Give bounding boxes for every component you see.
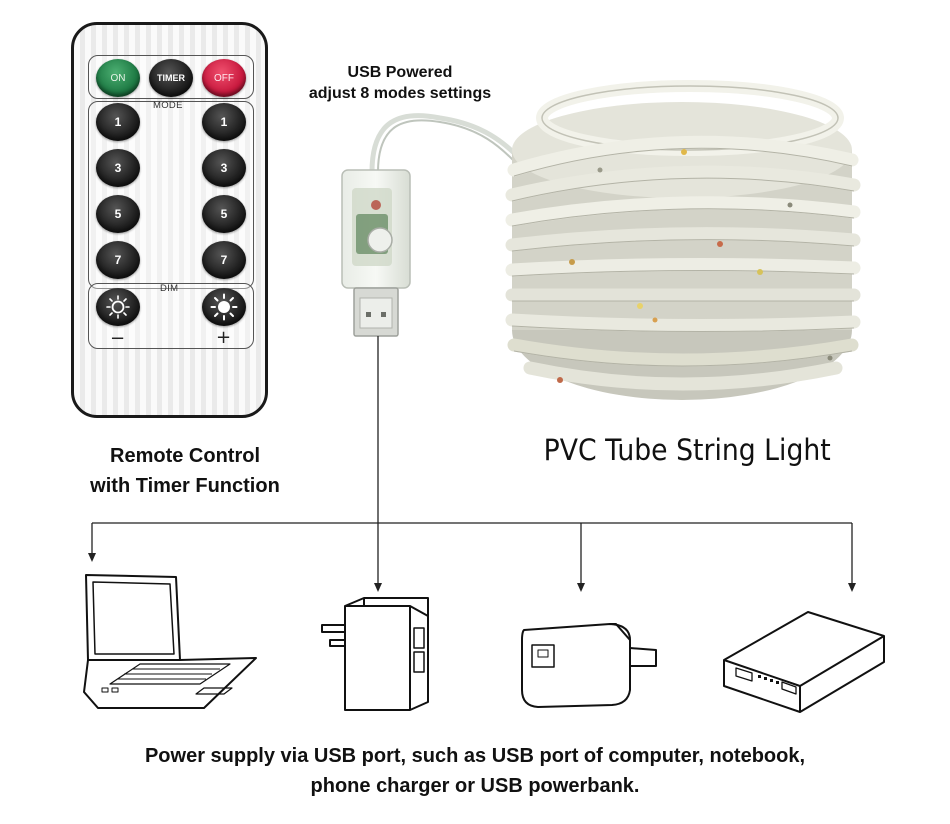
dim-up-button (202, 288, 246, 326)
power-supply-caption-line2: phone charger or USB powerbank. (310, 775, 640, 797)
remote-caption-line2: with Timer Function (90, 475, 280, 497)
mode-button-left-1: 1 (96, 103, 140, 141)
usb-label-line2: adjust 8 modes settings (308, 85, 492, 102)
arrow-charger (577, 583, 585, 592)
sun-dim-icon (106, 295, 130, 319)
tube-caption: PVC Tube String Light (543, 433, 831, 467)
mode-button-left-5: 5 (96, 195, 140, 233)
sun-bright-icon (210, 293, 238, 321)
dim-down-button (96, 288, 140, 326)
phone-charger-icon (521, 623, 657, 708)
powerbank-icon (723, 611, 885, 713)
remote-control: ON TIMER OFF MODE 1 3 5 7 1 3 5 7 DIM (71, 22, 268, 418)
mode-button-right-5: 5 (202, 195, 246, 233)
remote-on-button: ON (96, 59, 140, 97)
dim-plus-label: + (216, 327, 232, 348)
usb-powered-label: USB Powered adjust 8 modes settings (290, 62, 510, 104)
mode-button-left-7: 7 (96, 241, 140, 279)
mode-button-right-3: 3 (202, 149, 246, 187)
led-dots (557, 149, 833, 383)
laptop-icon (83, 574, 257, 709)
power-supply-caption-line1: Power supply via USB port, such as USB p… (144, 745, 806, 767)
usb-cable (369, 113, 532, 173)
dim-label: DIM (160, 283, 179, 294)
remote-caption: Remote Control with Timer Function (40, 441, 330, 501)
arrow-powerbank (848, 583, 856, 592)
remote-timer-button: TIMER (149, 59, 193, 97)
remote-caption-line1: Remote Control (110, 445, 260, 467)
wall-adapter-icon (321, 597, 429, 711)
pvc-tube-coil (505, 80, 861, 400)
arrow-laptop (88, 553, 96, 562)
mode-button-right-1: 1 (202, 103, 246, 141)
mode-button-left-3: 3 (96, 149, 140, 187)
mode-button-right-7: 7 (202, 241, 246, 279)
remote-off-button: OFF (202, 59, 246, 97)
arrow-adapter (374, 583, 382, 592)
connection-lines (91, 336, 853, 583)
dim-minus-label: − (110, 328, 126, 349)
usb-controller (341, 169, 411, 337)
power-supply-caption: Power supply via USB port, such as USB p… (40, 741, 910, 801)
mode-label: MODE (153, 100, 183, 111)
usb-label-line1: USB Powered (347, 64, 453, 81)
